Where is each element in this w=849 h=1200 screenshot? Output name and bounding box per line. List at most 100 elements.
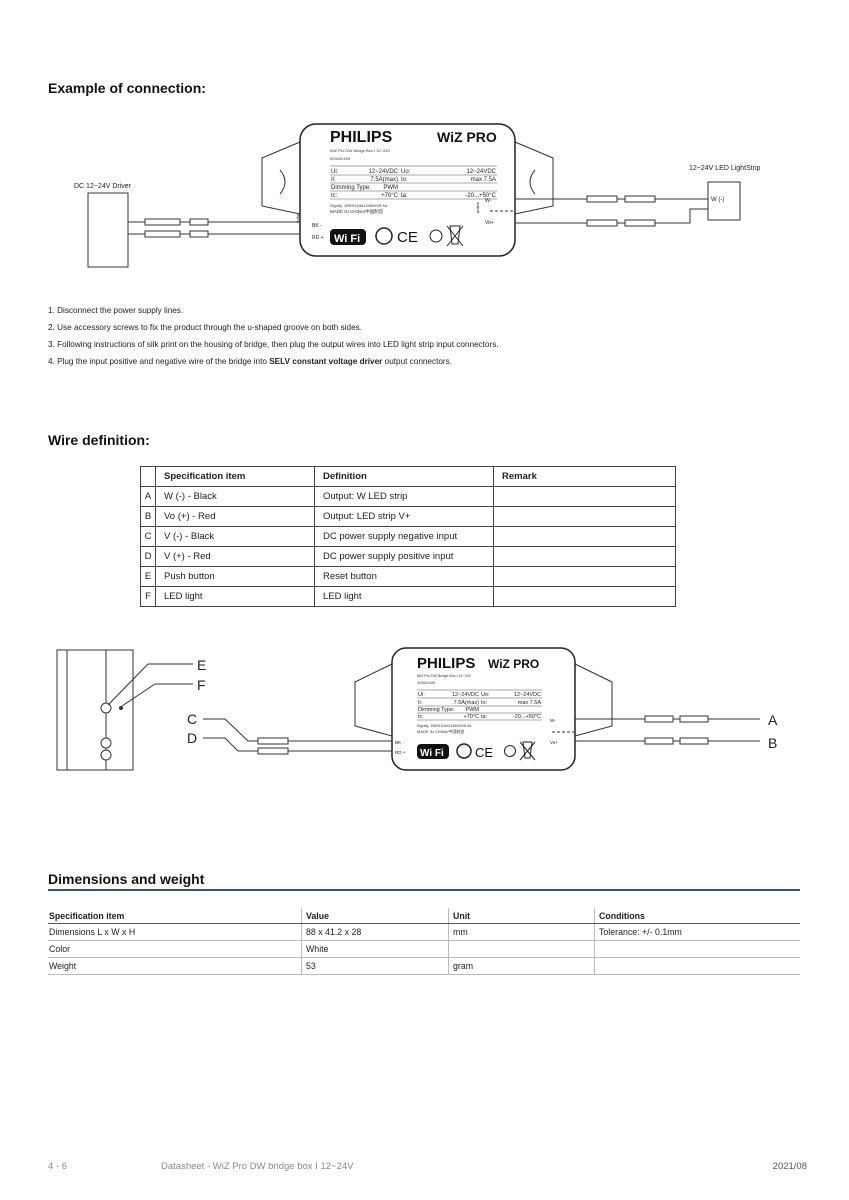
svg-text:PHILIPS: PHILIPS [417, 655, 475, 672]
svg-text:W-: W- [485, 198, 492, 204]
svg-text:929002499: 929002499 [417, 681, 435, 685]
selv-symbol-icon-2 [504, 745, 516, 757]
footer-page-number: 4 - 6 [48, 1161, 68, 1172]
strip-label: 12~24V LED LightStrip [689, 165, 761, 172]
svg-text:Wi Fi: Wi Fi [420, 748, 444, 759]
wiz-pro-logo: WiZ PRO [437, 129, 497, 145]
svg-text:12~24VDC: 12~24VDC [452, 692, 479, 698]
svg-text:BK -: BK - [395, 740, 404, 745]
installation-steps: 1. Disconnect the power supply lines. 2.… [48, 302, 808, 370]
side-view [56, 649, 134, 771]
bridge-box-body [299, 123, 516, 257]
brand-logo: PHILIPS [330, 129, 393, 146]
svg-text:12~24VDC: 12~24VDC [466, 169, 496, 175]
svg-text:WiZ PRO: WiZ PRO [488, 657, 539, 671]
svg-text:Ui:: Ui: [331, 169, 339, 175]
svg-text:929002499: 929002499 [330, 156, 351, 161]
wifi-badge [330, 229, 366, 245]
svg-text:ta:: ta: [401, 193, 408, 199]
output-wires [515, 195, 708, 227]
svg-text:Io:: Io: [481, 700, 488, 706]
input-wires [128, 218, 300, 238]
svg-text:ta:: ta: [481, 714, 488, 720]
step-2: 2. Use accessory screws to fix the produ… [48, 323, 363, 332]
svg-text:BK -: BK - [312, 223, 322, 229]
connection-diagram: DC 12~24V Driver PHILIPS WiZ PRO WiZ Pro… [74, 123, 761, 268]
svg-text:WiZ Pro DW Bridge Box I 12~24V: WiZ Pro DW Bridge Box I 12~24V [417, 674, 472, 678]
section-rule [48, 889, 800, 891]
svg-text:-20...+50°C: -20...+50°C [513, 714, 541, 720]
led-strip-box [707, 181, 741, 221]
svg-text:tc:: tc: [331, 193, 338, 199]
svg-text:PWM: PWM [383, 185, 398, 191]
svg-text:output: output [476, 202, 481, 214]
svg-text:Vo+: Vo+ [550, 740, 558, 745]
lamp-symbol-icon-2 [456, 743, 472, 759]
wire-definition-heading: Wire definition: [48, 432, 150, 448]
weee-bin-icon [446, 225, 464, 247]
selv-symbol-icon [429, 229, 443, 243]
svg-text:Uo:: Uo: [481, 692, 490, 698]
svg-text:W-: W- [550, 718, 556, 723]
dimensions-heading: Dimensions and weight [48, 871, 205, 887]
svg-text:Signify, 1BRS1046115600VB NL: Signify, 1BRS1046115600VB NL [330, 203, 389, 208]
weee-bin-icon-2 [519, 741, 536, 761]
svg-text:PWM: PWM [466, 707, 480, 713]
step-3: 3. Following instructions of silk print … [48, 340, 499, 349]
svg-text:+70°C: +70°C [463, 714, 479, 720]
svg-text:7.5A(max): 7.5A(max) [454, 700, 480, 706]
step-4: 4. Plug the input positive and negative … [48, 357, 452, 366]
callout-f: F [197, 677, 206, 693]
step-1: 1. Disconnect the power supply lines. [48, 306, 184, 315]
driver-label: DC 12~24V Driver [74, 183, 132, 190]
callout-d: D [187, 730, 197, 746]
callout-c: C [187, 711, 197, 727]
connection-heading: Example of connection: [48, 80, 206, 96]
footer-date: 2021/08 [772, 1161, 807, 1172]
svg-text:RD +: RD + [395, 750, 406, 755]
dimensions-table: Specification item Value Unit Conditions… [48, 908, 800, 975]
bridge-box-body-2 [391, 647, 576, 771]
svg-text:W (-): W (-) [711, 197, 724, 203]
callout-a: A [768, 712, 778, 728]
svg-text:max 7.5A: max 7.5A [471, 177, 496, 183]
svg-text:Ii:: Ii: [418, 700, 423, 706]
callout-e: E [197, 657, 206, 673]
footer-document-title: Datasheet - WiZ Pro DW bridge box I 12~2… [161, 1161, 354, 1172]
svg-text:Signify, 1BRS1046115600VB NL: Signify, 1BRS1046115600VB NL [417, 724, 472, 728]
svg-text:tc:: tc: [418, 714, 424, 720]
svg-text:MADE IN CHINA/中国制造: MADE IN CHINA/中国制造 [330, 208, 384, 215]
svg-text:Dimming Type:: Dimming Type: [418, 707, 455, 713]
svg-text:MADE IN CHINA/中国制造: MADE IN CHINA/中国制造 [417, 728, 464, 734]
svg-text:WiZ Pro DW Bridge Box I 12~24V: WiZ Pro DW Bridge Box I 12~24V [330, 148, 390, 153]
svg-text:Io:: Io: [401, 177, 408, 183]
table-header-row: Specification item Value Unit Conditions [48, 908, 800, 924]
svg-text:+70°C: +70°C [381, 193, 399, 199]
svg-text:-20...+50°C: -20...+50°C [465, 193, 496, 199]
svg-text:Ii:: Ii: [331, 177, 336, 183]
svg-text:Wi Fi: Wi Fi [334, 233, 360, 245]
svg-text:Uo:: Uo: [401, 169, 411, 175]
svg-text:7.5A(max): 7.5A(max) [370, 177, 398, 183]
svg-text:Vo+: Vo+ [485, 220, 494, 226]
callout-b: B [768, 735, 777, 751]
svg-text:input: input [296, 214, 301, 224]
driver-box [87, 192, 129, 268]
svg-text:12~24VDC: 12~24VDC [368, 169, 398, 175]
ce-mark: CE [397, 229, 418, 246]
svg-text:Ui:: Ui: [418, 692, 425, 698]
lamp-symbol-icon [375, 227, 393, 245]
svg-text:12~24VDC: 12~24VDC [514, 692, 541, 698]
svg-text:Dimming Type:: Dimming Type: [331, 185, 371, 191]
table-header-row: Specification item Definition Remark [140, 466, 676, 487]
wire-callout-diagram: E F C D PHILIPS WiZ PRO WiZ Pro DW Bridg… [56, 647, 778, 771]
